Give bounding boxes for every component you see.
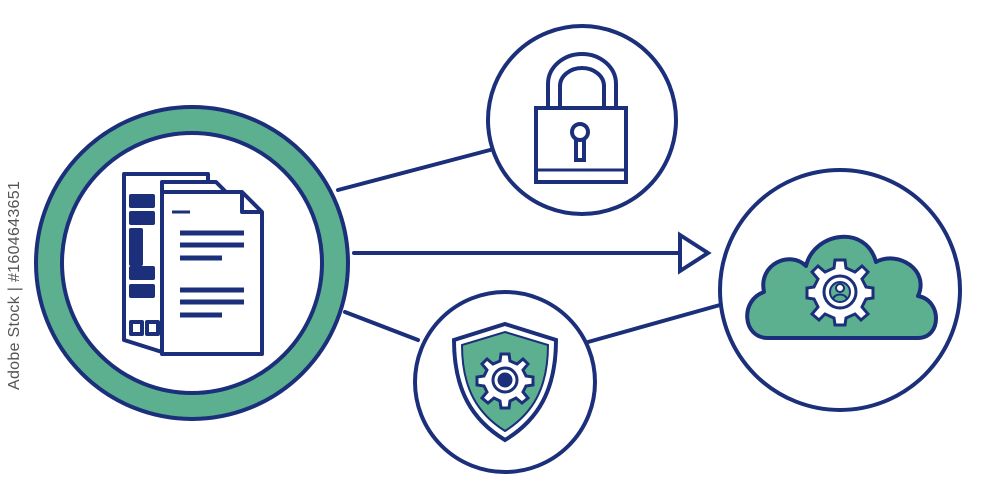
arrowhead-icon — [678, 231, 712, 275]
cloud-node — [718, 168, 962, 412]
connectors — [336, 148, 722, 344]
connector-source-to-shield — [343, 310, 420, 342]
lock-node — [486, 24, 678, 216]
connector-shield-to-cloud — [586, 303, 722, 344]
watermark-text: Adobe Stock | #1604643651 — [6, 180, 23, 390]
connector-source-to-lock — [336, 148, 492, 192]
shield-gear-icon — [451, 321, 559, 443]
shield-node — [413, 290, 597, 474]
cloud-gear-icon — [745, 235, 938, 340]
padlock-icon — [534, 52, 628, 184]
source-node — [34, 105, 350, 421]
document-server-icon — [122, 172, 264, 356]
